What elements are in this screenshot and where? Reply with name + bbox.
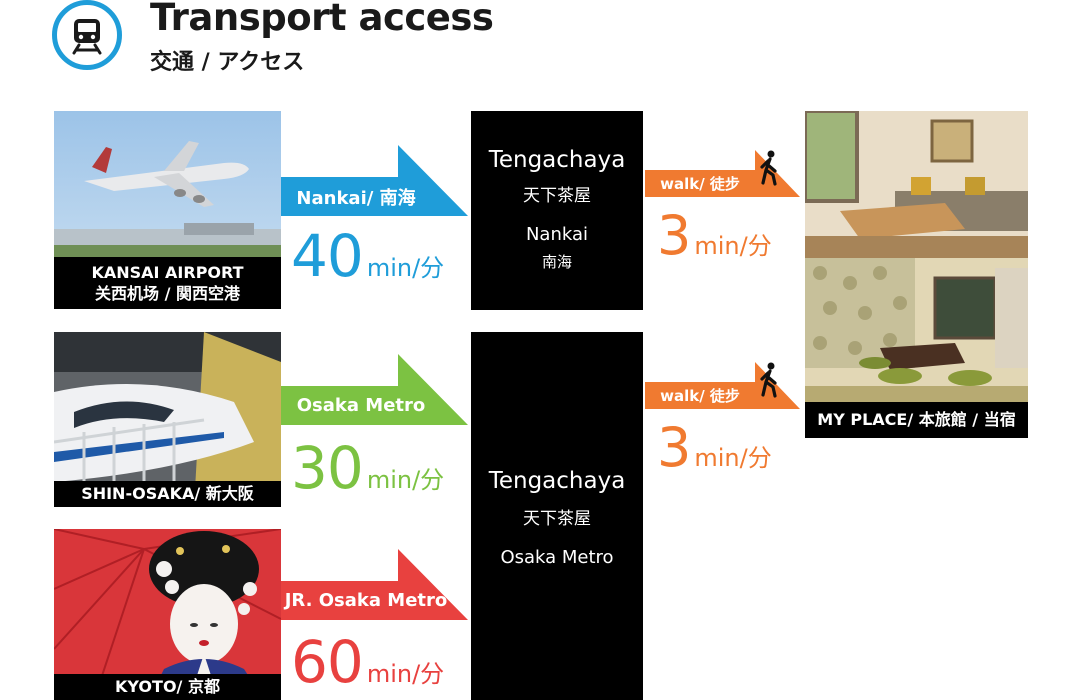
station-name: Tengachaya — [488, 468, 626, 494]
duration-unit: min/分 — [366, 466, 445, 494]
duration-number: 30 — [291, 434, 364, 502]
living-room-photo — [805, 111, 1028, 258]
route-line-label: Nankai/ 南海 — [296, 187, 416, 209]
duration-unit: min/分 — [694, 232, 772, 260]
train-icon — [72, 19, 102, 55]
kyoto-photo: KYOTO/ 京都 — [54, 529, 281, 700]
station-line: Nankai — [525, 224, 589, 245]
right-arrow-icon — [281, 354, 468, 425]
right-arrow-icon — [645, 362, 800, 409]
kansai-airport-photo: KANSAI AIRPORT 关西机场 / 関西空港 — [54, 111, 281, 309]
page-title: Transport access — [150, 0, 494, 39]
kyoto-caption: KYOTO/ 京都 — [54, 674, 281, 700]
tatami-room-photo — [805, 258, 1028, 408]
room-photo-living — [805, 111, 1028, 258]
page-subtitle: 交通 / アクセス — [150, 50, 305, 75]
station-name-jp: 天下茶屋 — [523, 509, 591, 529]
right-arrow-icon — [281, 549, 468, 620]
station-tengachaya-osaka-metro: Tengachaya 天下茶屋 Osaka Metro — [471, 332, 643, 700]
duration-number: 40 — [291, 222, 364, 290]
station-name: Tengachaya — [488, 147, 626, 173]
train-logo — [52, 0, 122, 70]
duration-number: 60 — [291, 628, 364, 696]
route-line-label: JR. Osaka Metro — [284, 590, 448, 611]
kansai-airport-caption: KANSAI AIRPORT 关西机场 / 関西空港 — [54, 257, 281, 309]
station-tengachaya-nankai: Tengachaya 天下茶屋 Nankai 南海 — [471, 111, 643, 310]
route-arrow-osaka-metro: Osaka Metro — [281, 354, 468, 425]
station-line-jp: 南海 — [541, 253, 572, 271]
station-name-jp: 天下茶屋 — [523, 186, 591, 206]
duration-number: 3 — [657, 416, 691, 479]
right-arrow-icon — [281, 145, 468, 216]
right-arrow-icon — [645, 150, 800, 197]
walking-person-icon — [760, 150, 777, 186]
station-line: Osaka Metro — [500, 547, 614, 568]
room-photo-tatami — [805, 258, 1028, 408]
kansai-airport-label-en: KANSAI AIRPORT — [91, 263, 244, 282]
walk-label: walk/ 徒步 — [660, 175, 740, 193]
duration-unit: min/分 — [366, 660, 445, 688]
walk-arrow-2: walk/ 徒步 — [645, 362, 800, 409]
walk-label: walk/ 徒步 — [660, 387, 740, 405]
bullet-train-photo — [54, 332, 281, 507]
destination-caption: MY PLACE/ 本旅館 / 当宿 — [805, 402, 1028, 438]
shin-osaka-photo: SHIN-OSAKA/ 新大阪 — [54, 332, 281, 507]
duration-unit: min/分 — [366, 254, 445, 282]
route-line-label: Osaka Metro — [296, 395, 426, 416]
route-arrow-nankai: Nankai/ 南海 — [281, 145, 468, 216]
shin-osaka-caption: SHIN-OSAKA/ 新大阪 — [54, 481, 281, 507]
duration-number: 3 — [657, 204, 691, 267]
kansai-airport-label-jp: 关西机场 / 関西空港 — [95, 284, 240, 303]
route-arrow-jr-osaka-metro: JR. Osaka Metro — [281, 549, 468, 620]
duration-unit: min/分 — [694, 444, 772, 472]
walk-arrow-1: walk/ 徒步 — [645, 150, 800, 197]
walking-person-icon — [760, 362, 777, 398]
